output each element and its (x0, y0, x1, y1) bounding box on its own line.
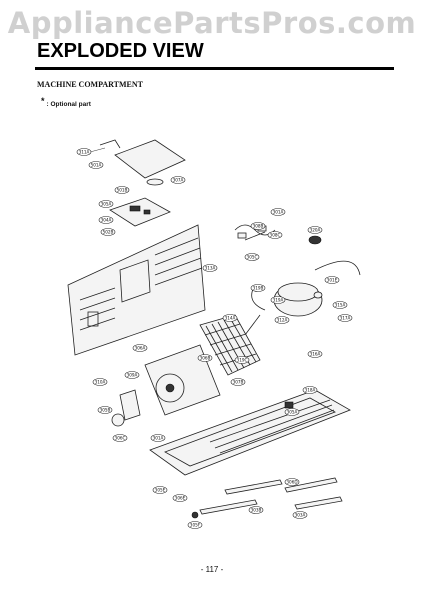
callout-313A: 313A (205, 266, 216, 271)
callout-306D: 306D (286, 480, 297, 485)
callout-319B: 319B (253, 286, 264, 291)
callout-319C: 319C (237, 358, 248, 363)
base-pan (149, 389, 351, 476)
section-heading: MACHINE COMPARTMENT (37, 80, 144, 89)
callout-305F: 305F (190, 523, 201, 528)
callout-304A: 304A (101, 218, 112, 223)
callout-307B: 307B (233, 380, 244, 385)
callout-306E: 306E (175, 496, 186, 501)
base-rails (191, 477, 343, 519)
optional-note-text: : Optional part (46, 101, 91, 108)
callout-305B: 305B (100, 408, 111, 413)
part-callouts: 311A 501A 307A 501B 305A 304A 502B 313A … (76, 147, 353, 529)
callout-316A: 316A (310, 352, 321, 357)
callout-301A-top: 301A (273, 210, 284, 215)
callout-303A: 303A (295, 513, 306, 518)
fan-assembly (111, 344, 221, 427)
callout-305A-base: 305A (287, 410, 298, 415)
compressor (244, 260, 361, 336)
callout-305A: 305A (101, 202, 112, 207)
page-title: EXPLODED VIEW (37, 40, 204, 62)
callout-306C: 306C (115, 436, 126, 441)
optional-star: * (41, 96, 45, 106)
callout-314A: 314A (225, 316, 236, 321)
callout-317A: 317A (340, 316, 351, 321)
callout-301E: 301E (327, 278, 338, 283)
callout-502B: 502B (103, 230, 114, 235)
callout-307A: 307A (173, 178, 184, 183)
callout-315A: 315A (335, 303, 346, 308)
rear-panel (67, 224, 206, 356)
cover-plate (99, 139, 186, 179)
callout-310A: 310A (95, 380, 106, 385)
callout-319A: 319A (273, 298, 284, 303)
callout-501B: 501B (117, 188, 128, 193)
callout-306B: 306B (200, 356, 211, 361)
callout-309A: 309A (127, 373, 138, 378)
title-rule (35, 67, 394, 70)
exploded-view-diagram: 311A 501A 307A 501B 305A 304A 502B 313A … (67, 139, 361, 529)
control-box (109, 178, 171, 227)
callout-318A: 318A (305, 388, 316, 393)
callout-306A: 306A (135, 346, 146, 351)
callout-301A-base: 301A (153, 436, 164, 441)
watermark: AppliancePartsPros.com (7, 6, 417, 40)
optional-part-note: *: Optional part (41, 96, 91, 108)
callout-305C: 305C (247, 255, 258, 260)
callout-501A: 501A (91, 163, 102, 168)
callout-303B: 303B (251, 508, 262, 513)
callout-320A: 320A (310, 228, 321, 233)
callout-308B: 308B (253, 224, 264, 229)
page-number: - 117 - (200, 565, 224, 574)
callout-308C: 308C (270, 233, 281, 238)
callout-305E: 305E (155, 488, 166, 493)
callout-311A: 311A (79, 150, 90, 155)
condenser (199, 314, 261, 376)
callout-312A: 312A (277, 318, 288, 323)
